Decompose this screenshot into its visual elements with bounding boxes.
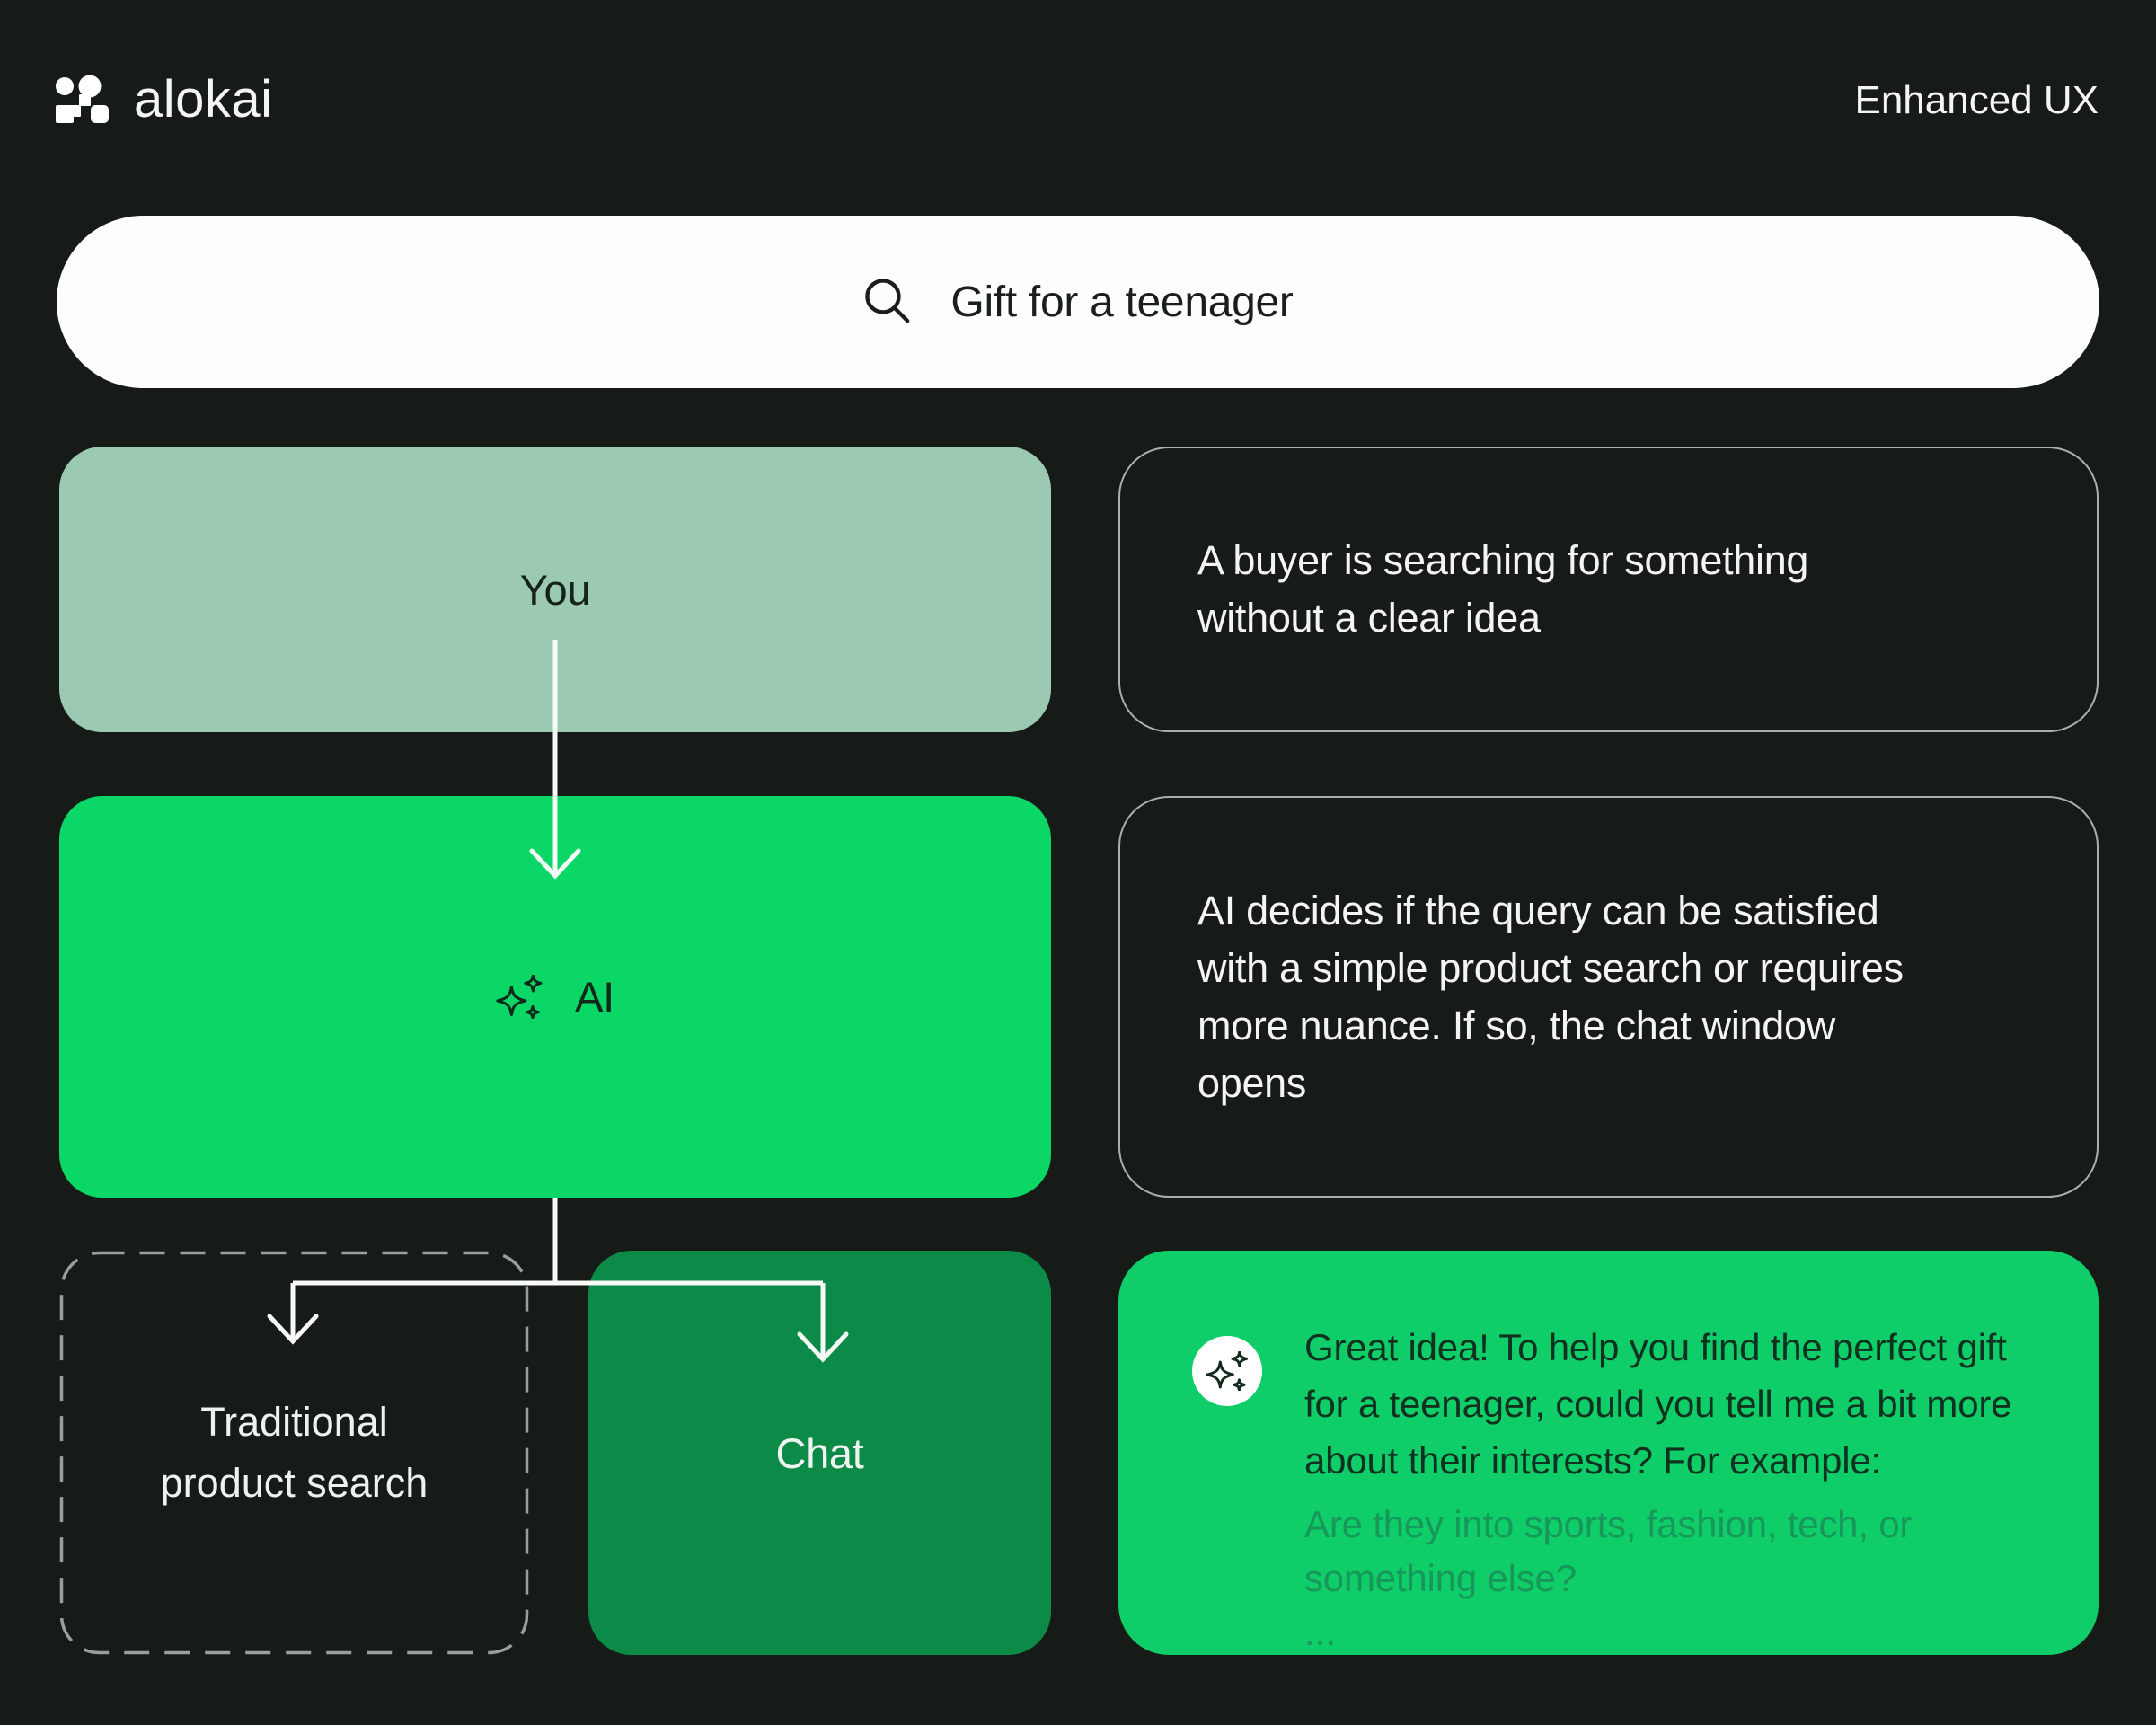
ai-avatar bbox=[1192, 1336, 1262, 1406]
search-query: Gift for a teenager bbox=[950, 278, 1294, 326]
flow-node-traditional-search: Traditional product search bbox=[59, 1251, 529, 1655]
alokai-logo-icon bbox=[56, 75, 109, 123]
flow-node-ai: AI bbox=[59, 796, 1051, 1198]
annotation-line: with a simple product search or requires bbox=[1197, 944, 1904, 991]
brand: alokai bbox=[56, 74, 273, 126]
chat-message-line: for a teenager, could you tell me a bit … bbox=[1304, 1383, 2012, 1425]
you-label: You bbox=[519, 565, 591, 614]
page-title: Enhanced UX bbox=[1854, 78, 2099, 122]
brand-name: alokai bbox=[134, 70, 273, 128]
search-input[interactable]: Gift for a teenager bbox=[57, 216, 2099, 388]
annotation-buyer-searching: A buyer is searching for something witho… bbox=[1118, 447, 2099, 732]
sparkles-icon bbox=[1206, 1351, 1248, 1391]
chat-message-card: Great idea! To help you find the perfect… bbox=[1118, 1251, 2099, 1655]
traditional-label-line: Traditional bbox=[200, 1399, 388, 1445]
chat-message-line: Great idea! To help you find the perfect… bbox=[1304, 1326, 2007, 1368]
annotation-line: more nuance. If so, the chat window bbox=[1197, 1002, 1835, 1048]
chat-message-body: Great idea! To help you find the perfect… bbox=[1304, 1319, 2012, 1659]
chat-followup-line: something else? bbox=[1304, 1557, 1577, 1599]
chat-label: Chat bbox=[775, 1429, 864, 1477]
traditional-label-line: product search bbox=[160, 1460, 429, 1506]
ai-label: AI bbox=[575, 973, 614, 1021]
flow-node-chat: Chat bbox=[588, 1251, 1051, 1655]
annotation-line: A buyer is searching for something bbox=[1197, 537, 1809, 583]
chat-followup-line: Are they into sports, fashion, tech, or bbox=[1304, 1503, 1913, 1545]
annotation-line: without a clear idea bbox=[1197, 595, 1541, 641]
sparkles-icon bbox=[496, 975, 543, 1019]
chat-message-followup: Are they into sports, fashion, tech, or … bbox=[1304, 1498, 2011, 1659]
chat-typing-ellipsis: ... bbox=[1304, 1611, 1337, 1653]
dashed-border bbox=[59, 1251, 529, 1655]
annotation-line: AI decides if the query can be satisfied bbox=[1197, 887, 1879, 933]
annotation-line: opens bbox=[1197, 1059, 1307, 1106]
flow-node-you: You bbox=[59, 447, 1051, 732]
chat-message-line: about their interests? For example: bbox=[1304, 1439, 1881, 1482]
annotation-ai-decides: AI decides if the query can be satisfied… bbox=[1118, 796, 2099, 1198]
search-icon bbox=[865, 279, 910, 323]
